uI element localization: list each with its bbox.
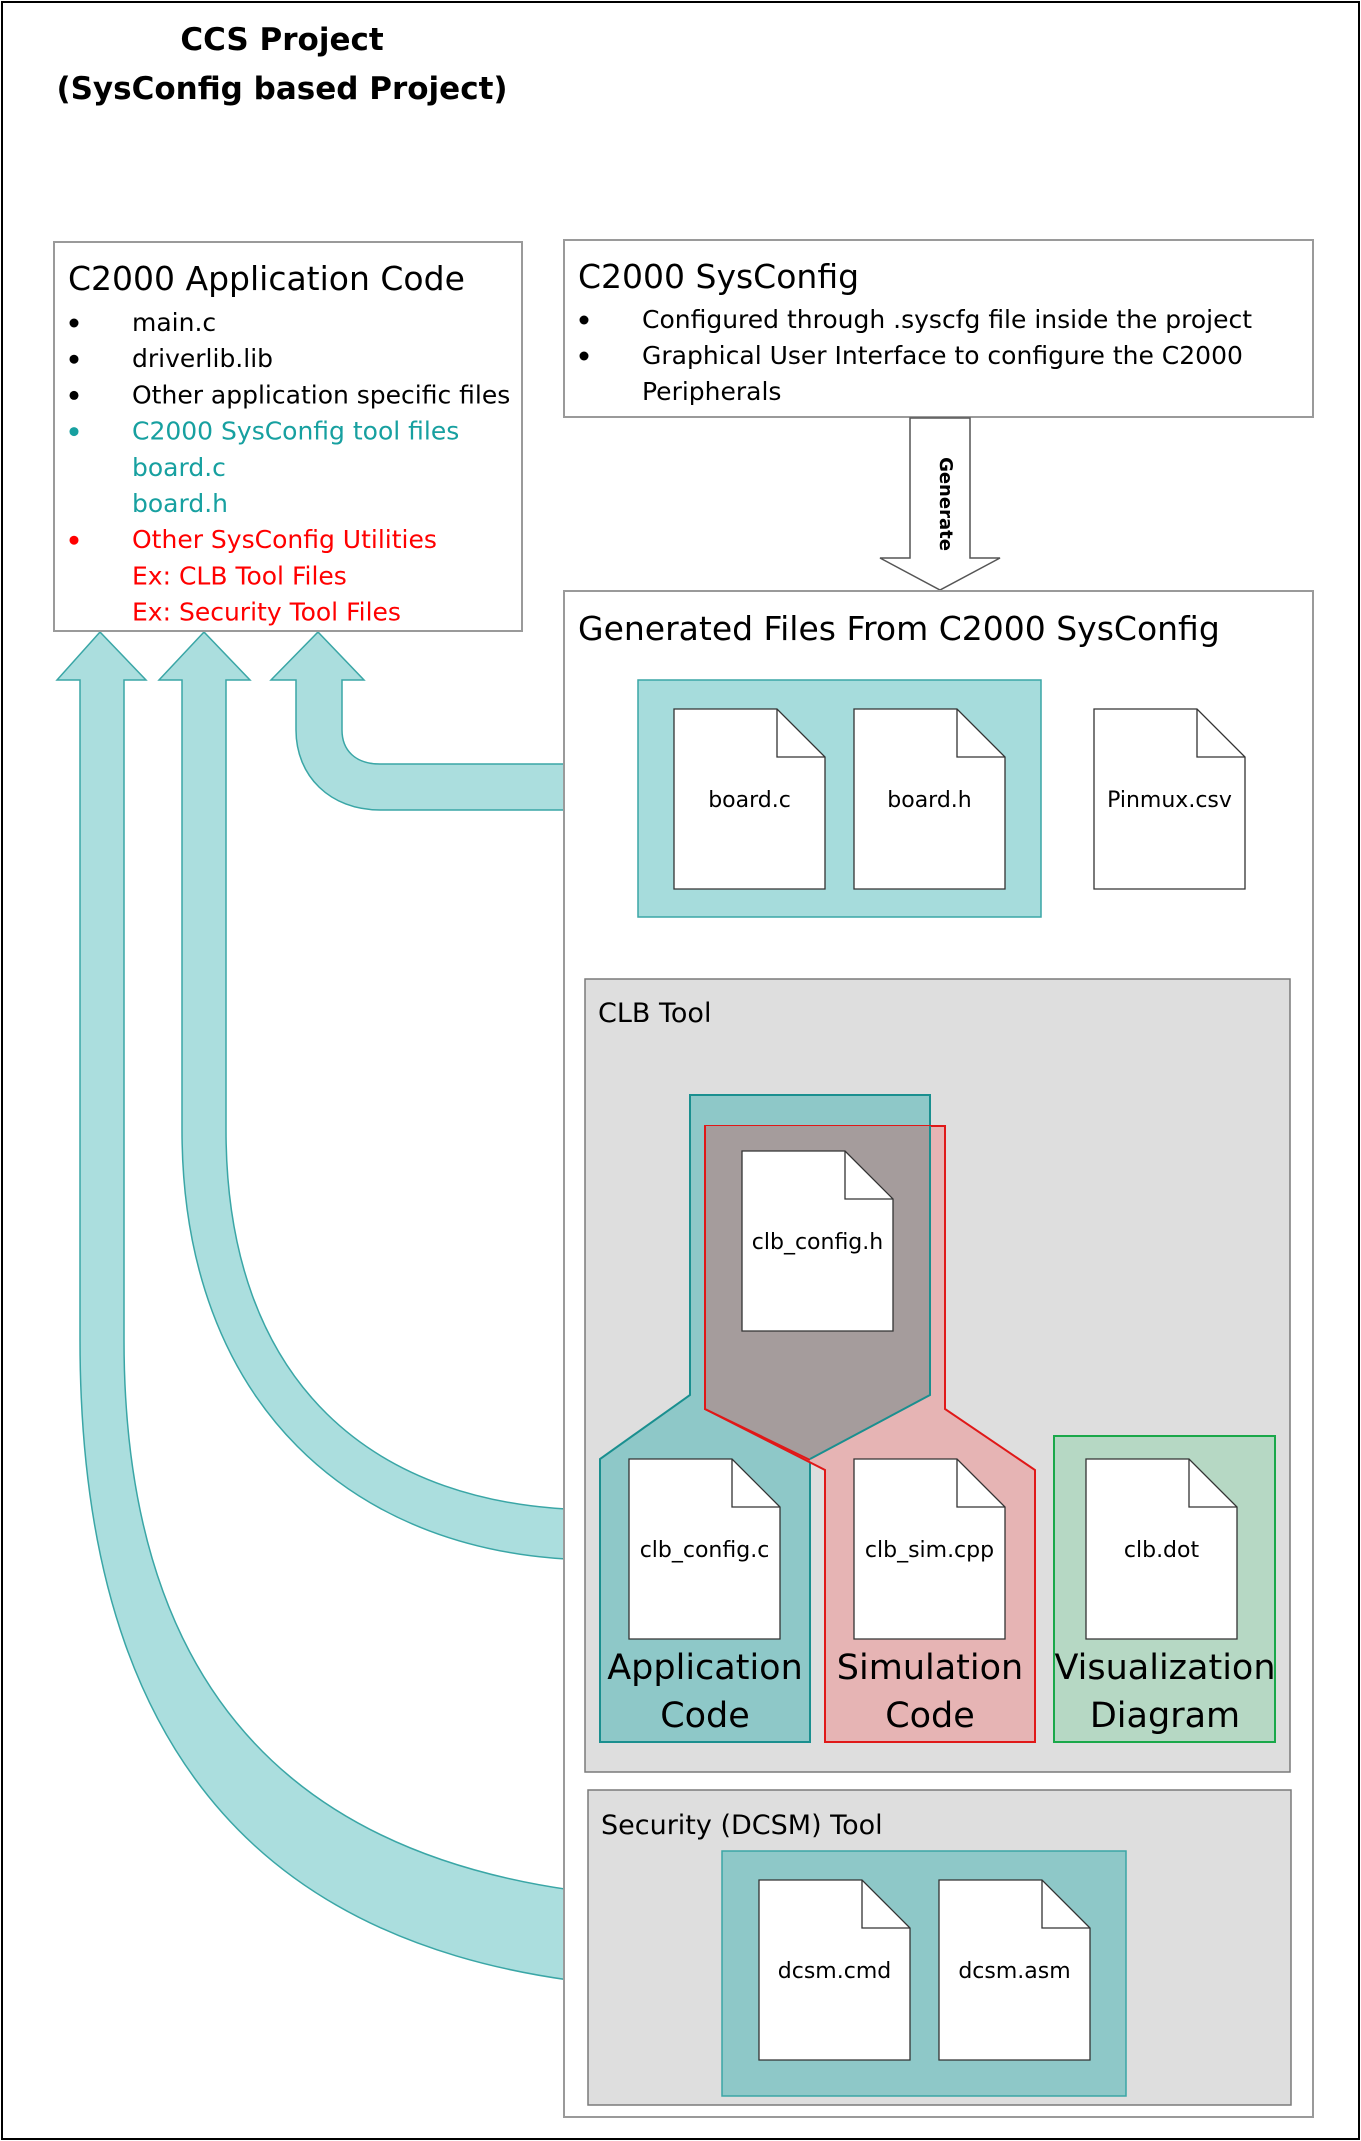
file-label: dcsm.asm — [958, 1959, 1070, 1984]
list-item: C2000 SysConfig tool files — [132, 417, 459, 446]
list-item: Other SysConfig Utilities — [132, 525, 437, 554]
file-icon — [853, 708, 1006, 890]
file-icon — [741, 1150, 894, 1332]
file-corner-fold — [956, 709, 1005, 758]
list-item: main.c — [132, 308, 216, 337]
list-item: Ex: CLB Tool Files — [132, 561, 347, 590]
bullet — [69, 427, 79, 437]
bullet — [579, 315, 589, 325]
file-corner-fold — [844, 1151, 893, 1200]
file-icon — [673, 708, 826, 890]
simulation-code-label-line1: Simulation — [837, 1648, 1023, 1688]
file-icon — [1093, 708, 1246, 890]
file-label: Pinmux.csv — [1107, 788, 1232, 813]
simulation-code-label-line2: Code — [885, 1696, 975, 1736]
sysconfig-box — [563, 239, 1314, 418]
generated-files-title: Generated Files From C2000 SysConfig — [578, 609, 1220, 648]
bullet — [69, 535, 79, 545]
visualization-label-line2: Diagram — [1090, 1696, 1240, 1736]
clb-tool-title: CLB Tool — [598, 998, 711, 1029]
application-code-label-line1: Application — [607, 1648, 803, 1688]
clb-to-app-arrow — [157, 630, 601, 1561]
file-label: clb_sim.cpp — [865, 1538, 994, 1563]
file-icon — [1085, 1458, 1238, 1640]
list-item: Peripherals — [642, 377, 781, 406]
visualization-label-line1: Visualization — [1054, 1648, 1275, 1688]
pinmux-file: Pinmux.csv — [1093, 708, 1246, 890]
file-corner-fold — [956, 1459, 1005, 1508]
clb-dot-file: clb.dot — [1085, 1458, 1238, 1640]
file-label: board.c — [708, 788, 791, 813]
bullet — [69, 390, 79, 400]
board-h-file: board.h — [853, 708, 1006, 890]
file-label: clb_config.c — [640, 1538, 770, 1563]
list-item: driverlib.lib — [132, 344, 273, 373]
bullet — [69, 318, 79, 328]
flow-arrows — [55, 630, 723, 1991]
app-code-box — [53, 241, 523, 632]
board-c-file: board.c — [673, 708, 826, 890]
dcsm-cmd-file: dcsm.cmd — [758, 1879, 911, 2061]
clb-sim-cpp-file: clb_sim.cpp — [853, 1458, 1006, 1640]
file-label: clb.dot — [1124, 1538, 1200, 1563]
list-item: Other application specific files — [132, 380, 510, 409]
list-item: Ex: Security Tool Files — [132, 598, 401, 627]
file-icons: board.c board.h Pinmux.csv clb_config.h clb_… — [628, 708, 1246, 2061]
file-corner-fold — [1188, 1459, 1237, 1508]
list-item: board.h — [132, 489, 228, 518]
file-corner-fold — [1041, 1880, 1090, 1929]
sysconfig-list: Configured through .syscfg file inside t… — [579, 305, 1252, 406]
generate-arrow-label: Generate — [935, 457, 956, 551]
board-to-app-arrow — [269, 630, 641, 811]
bullet — [69, 354, 79, 364]
clb-config-h-file: clb_config.h — [741, 1150, 894, 1332]
file-icon — [628, 1458, 781, 1640]
sysconfig-title: C2000 SysConfig — [578, 257, 859, 296]
dcsm-asm-file: dcsm.asm — [938, 1879, 1091, 2061]
app-code-title: C2000 Application Code — [68, 259, 465, 298]
application-code-label-line2: Code — [660, 1696, 750, 1736]
file-icon — [853, 1458, 1006, 1640]
file-corner-fold — [1196, 709, 1245, 758]
bullet — [579, 351, 589, 361]
clb-overlap-edge-teal — [809, 1126, 931, 1460]
project-title-line1: CCS Project — [180, 22, 384, 58]
list-item: board.c — [132, 453, 226, 482]
project-title-line2: (SysConfig based Project) — [56, 71, 507, 107]
list-item: Configured through .syscfg file inside t… — [642, 305, 1252, 334]
file-label: clb_config.h — [752, 1230, 883, 1255]
file-label: dcsm.cmd — [778, 1959, 891, 1984]
clb-config-c-file: clb_config.c — [628, 1458, 781, 1640]
file-corner-fold — [861, 1880, 910, 1929]
file-corner-fold — [731, 1459, 780, 1508]
security-tool-title: Security (DCSM) Tool — [601, 1810, 883, 1841]
file-icon — [938, 1879, 1091, 2061]
clb-overlap-edge-red — [704, 1126, 811, 1461]
file-label: board.h — [887, 788, 971, 813]
security-to-app-arrow — [55, 630, 723, 1991]
list-item: Graphical User Interface to configure th… — [642, 341, 1243, 370]
file-icon — [758, 1879, 911, 2061]
generate-arrow — [879, 417, 1001, 591]
file-corner-fold — [776, 709, 825, 758]
